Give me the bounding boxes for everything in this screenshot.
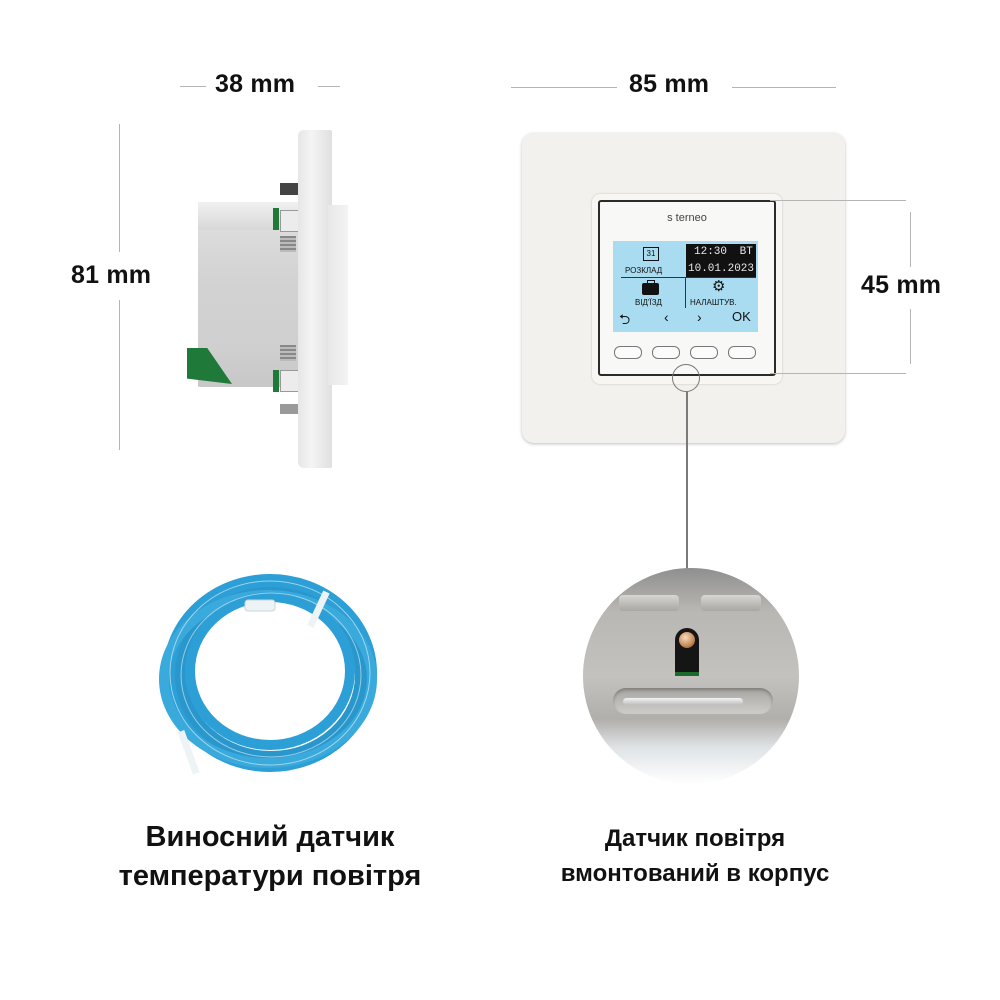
dim-line-85-right — [732, 87, 836, 88]
dim-line-38-right — [318, 86, 340, 87]
dim-label-38mm: 38 mm — [215, 70, 296, 98]
sensor-tip — [244, 599, 276, 612]
briefcase-icon — [642, 283, 659, 295]
lcd-screen: 31 РОЗКЛАД 12:30 ВТ 10.01.2023 ВІД'ЇЗД ⚙… — [613, 241, 758, 332]
dim-line-45-top — [770, 200, 906, 201]
dim-line-45-vert-top — [910, 212, 911, 267]
menu-schedule-label: РОЗКЛАД — [625, 266, 663, 275]
dim-label-81mm: 81 mm — [71, 261, 152, 289]
ok-label: OK — [732, 309, 751, 324]
side-ribs-top — [280, 236, 296, 252]
caption-built-in-sensor-line2: вмонтований в корпус — [560, 859, 830, 887]
brand-name: terneo — [675, 212, 707, 224]
caption-built-in-sensor-line1: Датчик повітря — [604, 825, 786, 852]
screen-divider-horizontal — [621, 277, 756, 278]
menu-away-label: ВІД'ЇЗД — [635, 298, 662, 307]
dim-line-45-bottom — [770, 373, 906, 374]
chevron-left-icon: ‹ — [664, 309, 669, 325]
screen-divider-vertical — [685, 278, 686, 308]
sensor-callout-marker — [672, 364, 700, 392]
dim-line-45-vert-bottom — [910, 309, 911, 364]
remote-sensor-cable-coil — [159, 574, 377, 775]
hardware-button-ok[interactable] — [728, 346, 756, 359]
brand-mark-icon: ѕ — [667, 212, 673, 224]
closeup-button-left — [619, 595, 679, 611]
dim-line-81-bottom — [119, 300, 120, 450]
side-notch-top — [280, 210, 300, 232]
built-in-sensor-closeup — [583, 568, 799, 784]
sensor-bead — [679, 632, 695, 648]
dim-label-85mm: 85 mm — [629, 70, 710, 98]
cable-tie-bottom — [177, 729, 200, 775]
closeup-button-right — [701, 595, 761, 611]
time-value: 12:30 — [694, 246, 728, 258]
hardware-button-left[interactable] — [652, 346, 680, 359]
caption-remote-sensor-line2: температури повітря — [118, 860, 422, 893]
side-tab-bottom — [280, 404, 298, 414]
dim-line-38-left — [180, 86, 206, 87]
cable-tie-top — [307, 590, 330, 628]
closeup-vent-slot — [613, 688, 773, 714]
weekday-value: ВТ — [739, 246, 753, 258]
caption-built-in-sensor: Датчик повітря вмонтований в корпус — [500, 822, 890, 892]
caption-remote-sensor-line1: Виносний датчик — [145, 821, 395, 853]
sensor-board — [675, 672, 699, 676]
side-notch-bottom — [280, 370, 300, 392]
side-tab-top — [280, 183, 298, 195]
closeup-vent-inner — [623, 698, 743, 705]
calendar-day: 31 — [646, 249, 656, 258]
brand-logo: ѕ terneo — [600, 212, 774, 224]
hardware-button-right[interactable] — [690, 346, 718, 359]
side-frame — [298, 130, 332, 468]
back-arrow-icon: ⮌ — [619, 311, 631, 327]
caption-remote-sensor: Виносний датчик температури повітря — [60, 818, 480, 896]
side-front-module — [328, 205, 348, 385]
side-ribs-bottom — [280, 345, 296, 361]
hardware-button-back[interactable] — [614, 346, 642, 359]
chevron-right-icon: › — [697, 309, 702, 325]
menu-settings-label: НАЛАШТУВ. — [690, 298, 737, 307]
date-display: 10.01.2023 — [688, 263, 755, 275]
datetime-display: 12:30 ВТ 10.01.2023 — [686, 244, 756, 278]
briefcase-handle-icon — [647, 280, 655, 285]
dim-line-81-top — [119, 124, 120, 252]
air-sensor-icon — [675, 628, 699, 676]
green-clip-top — [273, 208, 279, 230]
dim-label-45mm: 45 mm — [861, 271, 942, 299]
time-display: 12:30 ВТ — [694, 246, 753, 258]
gear-icon: ⚙ — [712, 278, 726, 295]
calendar-icon: 31 — [643, 247, 659, 261]
green-clip-bottom — [273, 370, 279, 392]
sensor-callout-line — [686, 392, 688, 570]
dim-line-85-left — [511, 87, 617, 88]
